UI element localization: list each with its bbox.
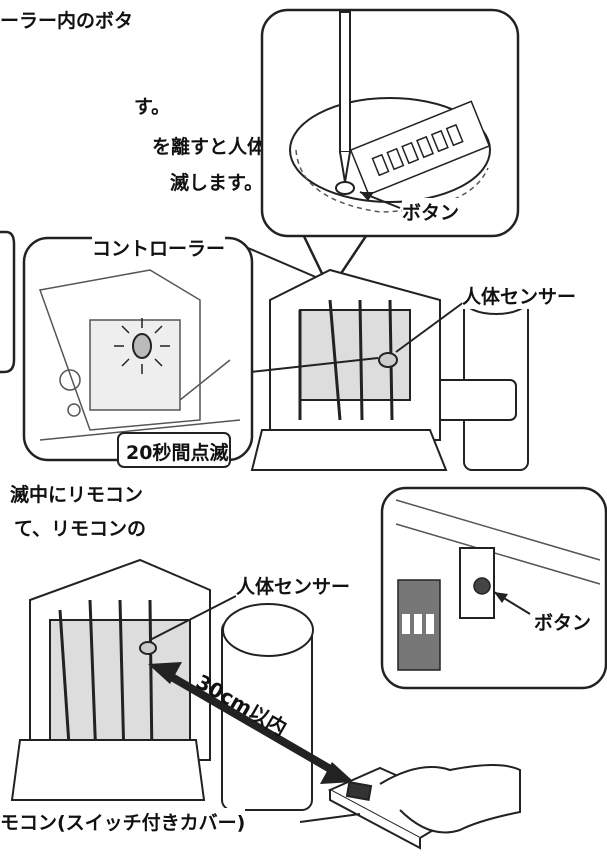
lower-device [10, 558, 314, 811]
distance-arrow [167, 672, 335, 774]
label-controller: コントローラー [92, 234, 226, 261]
instruction-line-6: て、リモコンの [14, 518, 147, 540]
leader-remote [299, 813, 361, 823]
leader-sensor-top [395, 301, 465, 353]
leader-sensor-bottom [149, 595, 237, 641]
top-button-mark [335, 181, 355, 195]
label-remote: モコン(スイッチ付きカバー) [0, 808, 246, 835]
instruction-line-2: す。 [134, 96, 171, 118]
label-sensor-bottom: 人体センサー [236, 572, 351, 599]
instruction-line-3: を離すと人体セ [152, 136, 286, 158]
instruction-line-1: ーラー内のボタ [0, 10, 134, 32]
instruction-line-5: 滅中にリモコン [10, 484, 144, 506]
blink-rays [114, 318, 170, 374]
leader-controller [247, 247, 319, 279]
controller-top-outline [289, 97, 491, 203]
label-button-top: ボタン [402, 198, 460, 225]
label-blink-duration: 20秒間点滅 [126, 438, 229, 465]
label-sensor-top: 人体センサー [462, 282, 577, 309]
label-button-right: ボタン [534, 608, 592, 635]
screwdriver [339, 11, 351, 153]
clipped-box-edge [0, 230, 16, 374]
sensor-led [132, 333, 152, 359]
right-button [473, 577, 491, 595]
instruction-line-4: 滅します。 [170, 172, 264, 194]
remote-control [327, 764, 521, 850]
callout-top-zoom [260, 8, 520, 238]
